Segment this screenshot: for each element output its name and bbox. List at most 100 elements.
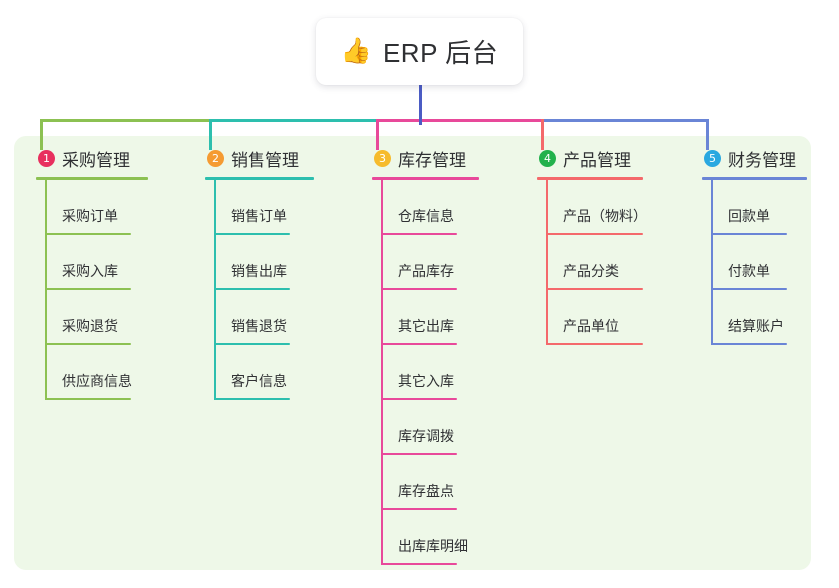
branch-badge-3: 3 xyxy=(374,149,391,167)
leaf-item-underline xyxy=(214,398,290,400)
leaf-item-label: 采购订单 xyxy=(62,208,118,224)
leaf-item[interactable]: 采购入库 xyxy=(36,235,148,290)
leaf-list-5: 回款单付款单结算账户 xyxy=(702,180,807,345)
branch-underline-1 xyxy=(36,177,148,180)
branch-badge-4: 4 xyxy=(539,149,556,167)
root-node[interactable]: 👍 ERP 后台 xyxy=(316,18,523,85)
leaf-item[interactable]: 出库库明细 xyxy=(372,510,479,565)
leaf-item-label: 产品分类 xyxy=(563,263,619,279)
leaf-item-underline xyxy=(214,343,290,345)
leaf-item[interactable]: 回款单 xyxy=(702,180,807,235)
leaf-spine-2 xyxy=(214,180,216,400)
leaf-item[interactable]: 供应商信息 xyxy=(36,345,148,400)
leaf-item-label: 回款单 xyxy=(728,208,770,224)
leaf-item-underline xyxy=(214,233,290,235)
leaf-item-underline xyxy=(381,508,457,510)
bus-segment-tail xyxy=(541,119,709,122)
root-node-title: ERP 后台 xyxy=(382,38,499,68)
branch-title-2: 销售管理 xyxy=(231,150,299,170)
thumbs-up-icon: 👍 xyxy=(340,37,372,65)
leaf-item[interactable]: 其它出库 xyxy=(372,290,479,345)
branch-underline-3 xyxy=(372,177,479,180)
leaf-list-2: 销售订单销售出库销售退货客户信息 xyxy=(205,180,314,400)
leaf-list-1: 采购订单采购入库采购退货供应商信息 xyxy=(36,180,148,400)
branch-column-1: 1 采购管理采购订单采购入库采购退货供应商信息 xyxy=(36,146,148,400)
leaf-spine-4 xyxy=(546,180,548,345)
branch-drop-4 xyxy=(541,119,544,150)
leaf-item-label: 付款单 xyxy=(728,263,770,279)
branch-badge-5: 5 xyxy=(704,149,721,167)
leaf-item-underline xyxy=(381,288,457,290)
leaf-item-label: 其它出库 xyxy=(398,318,454,334)
leaf-item[interactable]: 销售退货 xyxy=(205,290,314,345)
leaf-list-4: 产品（物料） 产品分类产品单位 xyxy=(537,180,647,345)
leaf-item[interactable]: 产品分类 xyxy=(537,235,643,290)
diagram-panel xyxy=(14,136,811,570)
leaf-item-underline xyxy=(546,288,643,290)
leaf-item[interactable]: 客户信息 xyxy=(205,345,314,400)
leaf-item-underline xyxy=(381,453,457,455)
branch-underline-4 xyxy=(537,177,643,180)
branch-header-5[interactable]: 5 财务管理 xyxy=(702,146,807,170)
bus-segment-2 xyxy=(209,119,379,122)
leaf-item-underline xyxy=(45,288,131,290)
leaf-item[interactable]: 仓库信息 xyxy=(372,180,479,235)
leaf-item[interactable]: 结算账户 xyxy=(702,290,807,345)
branch-column-3: 3 库存管理仓库信息产品库存其它出库其它入库库存调拨库存盘点出库库明细 xyxy=(372,146,479,565)
leaf-item-label: 供应商信息 xyxy=(62,373,132,389)
leaf-item-underline xyxy=(45,233,131,235)
branch-header-3[interactable]: 3 库存管理 xyxy=(372,146,479,170)
leaf-item-underline xyxy=(546,233,643,235)
branch-drop-1 xyxy=(40,119,43,150)
branch-drop-2 xyxy=(209,119,212,150)
branch-badge-1: 1 xyxy=(38,149,55,167)
leaf-item-underline xyxy=(711,288,787,290)
leaf-item[interactable]: 库存调拨 xyxy=(372,400,479,455)
leaf-item-label: 采购入库 xyxy=(62,263,118,279)
branch-title-4: 产品管理 xyxy=(563,150,631,170)
leaf-item-label: 其它入库 xyxy=(398,373,454,389)
leaf-item[interactable]: 产品库存 xyxy=(372,235,479,290)
leaf-item-label: 产品（物料） xyxy=(563,208,647,224)
leaf-item-label: 销售订单 xyxy=(231,208,287,224)
leaf-item-label: 销售出库 xyxy=(231,263,287,279)
leaf-item-label: 产品单位 xyxy=(563,318,619,334)
leaf-spine-5 xyxy=(711,180,713,345)
leaf-item[interactable]: 付款单 xyxy=(702,235,807,290)
leaf-item-label: 库存调拨 xyxy=(398,428,454,444)
leaf-item[interactable]: 产品（物料） xyxy=(537,180,647,235)
bus-segment-1 xyxy=(40,119,212,122)
leaf-item-label: 出库库明细 xyxy=(398,538,468,554)
leaf-item-underline xyxy=(546,343,643,345)
leaf-spine-3 xyxy=(381,180,383,565)
leaf-item[interactable]: 产品单位 xyxy=(537,290,643,345)
leaf-item[interactable]: 库存盘点 xyxy=(372,455,479,510)
leaf-item-underline xyxy=(381,343,457,345)
leaf-item[interactable]: 销售出库 xyxy=(205,235,314,290)
leaf-item[interactable]: 采购订单 xyxy=(36,180,148,235)
branch-header-4[interactable]: 4 产品管理 xyxy=(537,146,643,170)
leaf-item[interactable]: 销售订单 xyxy=(205,180,314,235)
branch-title-3: 库存管理 xyxy=(398,150,466,170)
leaf-item[interactable]: 采购退货 xyxy=(36,290,148,345)
leaf-item-underline xyxy=(214,288,290,290)
branch-title-5: 财务管理 xyxy=(728,150,796,170)
branch-drop-5 xyxy=(706,119,709,150)
branch-title-1: 采购管理 xyxy=(62,150,130,170)
branch-column-5: 5 财务管理回款单付款单结算账户 xyxy=(702,146,807,345)
leaf-item-label: 结算账户 xyxy=(728,318,784,334)
branch-badge-2: 2 xyxy=(207,149,224,167)
bus-segment-3 xyxy=(376,119,544,122)
leaf-item[interactable]: 其它入库 xyxy=(372,345,479,400)
root-stem-crossing xyxy=(419,85,422,125)
leaf-list-3: 仓库信息产品库存其它出库其它入库库存调拨库存盘点出库库明细 xyxy=(372,180,479,565)
leaf-item-label: 仓库信息 xyxy=(398,208,454,224)
branch-header-2[interactable]: 2 销售管理 xyxy=(205,146,314,170)
branch-drop-3 xyxy=(376,119,379,150)
leaf-item-label: 采购退货 xyxy=(62,318,118,334)
branch-column-2: 2 销售管理销售订单销售出库销售退货客户信息 xyxy=(205,146,314,400)
branch-underline-5 xyxy=(702,177,807,180)
branch-header-1[interactable]: 1 采购管理 xyxy=(36,146,148,170)
leaf-item-label: 客户信息 xyxy=(231,373,287,389)
branch-underline-2 xyxy=(205,177,314,180)
